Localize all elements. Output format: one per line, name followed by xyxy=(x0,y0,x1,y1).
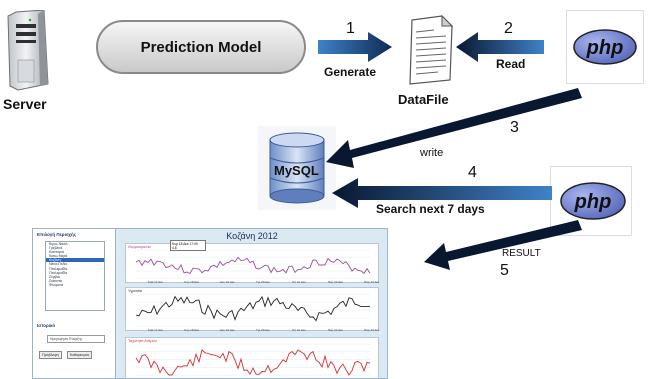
arrow-read xyxy=(456,32,544,62)
x-tick-label: Κυρ 18 Δεκ xyxy=(184,328,200,332)
x-tick-label: Πεμ 22 Δεκ xyxy=(328,280,343,284)
screenshot-title: Κοζάνη 2012 xyxy=(226,231,278,241)
region-item[interactable]: Σέρβια xyxy=(49,274,60,279)
arrow-write xyxy=(326,88,582,168)
wind-speed-plot: Ταχύτητα Ανέμου xyxy=(125,337,379,378)
php-logo-bottom: php xyxy=(550,166,632,236)
mysql-database-icon xyxy=(258,126,336,210)
region-item[interactable]: Κοζάνη xyxy=(46,258,104,263)
series-line xyxy=(135,295,371,322)
x-tick-label: Δευ 19 Δεκ xyxy=(220,280,235,284)
x-tick-label: Παρ 23 Δεκ xyxy=(364,280,380,284)
series-line xyxy=(135,349,371,376)
svg-text:php: php xyxy=(586,37,624,59)
temperature-plot-title: Θερμοκρασία xyxy=(128,245,151,249)
region-item[interactable]: Νέτοι Πεδίο xyxy=(49,262,68,267)
tooltip-value: 4.8 xyxy=(172,246,177,250)
server-label: Server xyxy=(3,96,47,112)
x-tick-label: Δευ 19 Δεκ xyxy=(220,328,235,332)
start-date-field[interactable]: Ημερομηνία Έναρξης xyxy=(47,335,105,343)
x-tick-label: Παρ 23 Δεκ xyxy=(364,328,380,332)
x-tick-label: Τρι 20 Δεκ xyxy=(256,328,270,332)
step-3-number: 3 xyxy=(510,119,519,136)
region-item[interactable]: Κατω Μερά xyxy=(49,254,68,259)
panel-title: Επιλογή Περιοχής xyxy=(37,232,77,237)
x-tick-label: Τρι 20 Δεκ xyxy=(256,280,270,284)
step-2-label: Read xyxy=(496,57,526,71)
region-item[interactable]: Πτολεμαΐδα xyxy=(49,270,68,275)
arrow-result xyxy=(424,220,582,270)
datafile-label: DataFile xyxy=(398,92,449,107)
humidity-plot: Υγρασία Σαβ 17 Δεκ Κυρ 18 Δεκ Δευ 19 Δεκ Τρ… xyxy=(125,287,380,332)
region-item[interactable]: Καστοριά xyxy=(49,250,64,255)
clear-button[interactable]: Καθαρισμός xyxy=(67,351,93,359)
series-line xyxy=(135,256,371,275)
x-tick-label: Τετ 21 Δεκ xyxy=(292,328,306,332)
humidity-plot-title: Υγρασία xyxy=(128,289,142,293)
step-4-label: Search next 7 days xyxy=(376,202,485,216)
mysql-label: MySQL xyxy=(274,163,319,178)
document-icon xyxy=(404,14,456,86)
prediction-model-label: Prediction Model xyxy=(140,38,262,56)
region-item[interactable]: Άγιος Νικόλ. xyxy=(49,242,69,246)
chart-tooltip: Κυρ 18 Δεκ 17:00 4.8 xyxy=(170,240,206,251)
tooltip-date: Κυρ 18 Δεκ 17:00 xyxy=(172,242,198,246)
region-item[interactable]: Πτολεμαΐδα xyxy=(49,266,68,271)
step-4-number: 4 xyxy=(468,164,477,181)
forecast-button[interactable]: Πρόβλεψη xyxy=(39,351,62,359)
step-5-number: 5 xyxy=(500,262,509,279)
region-item[interactable]: Γρεβενά xyxy=(49,246,63,251)
x-tick-label: Σαβ 17 Δεκ xyxy=(148,328,163,332)
step-1-label: Generate xyxy=(324,65,377,79)
step-3-label: write xyxy=(420,147,444,159)
history-label: Ιστορικό xyxy=(37,323,56,328)
x-tick-label: Τετ 21 Δεκ xyxy=(292,280,306,284)
region-item[interactable]: Φλώρινα xyxy=(49,282,64,287)
temperature-plot: Θερμοκρασία Σαβ 17 Δεκ Κυρ 18 Δεκ Δευ 19 Δ… xyxy=(125,243,380,284)
region-item[interactable]: Σιάτιστα xyxy=(49,278,62,283)
x-tick-label: Πεμ 22 Δεκ xyxy=(328,328,343,332)
x-tick-label: Σαβ 17 Δεκ xyxy=(148,280,163,284)
arrow-generate xyxy=(318,32,392,62)
php-logo-top: php xyxy=(566,10,644,84)
prediction-model-box: Prediction Model xyxy=(96,20,306,74)
arrow-search xyxy=(332,178,552,208)
step-5-label: RESULT xyxy=(502,248,541,259)
step-2-number: 2 xyxy=(504,20,513,37)
x-tick-label: Κυρ 18 Δεκ xyxy=(184,280,200,284)
wind-speed-plot-title: Ταχύτητα Ανέμου xyxy=(128,339,157,343)
server-icon xyxy=(6,9,50,92)
svg-text:php: php xyxy=(574,191,612,213)
step-1-number: 1 xyxy=(346,20,355,37)
